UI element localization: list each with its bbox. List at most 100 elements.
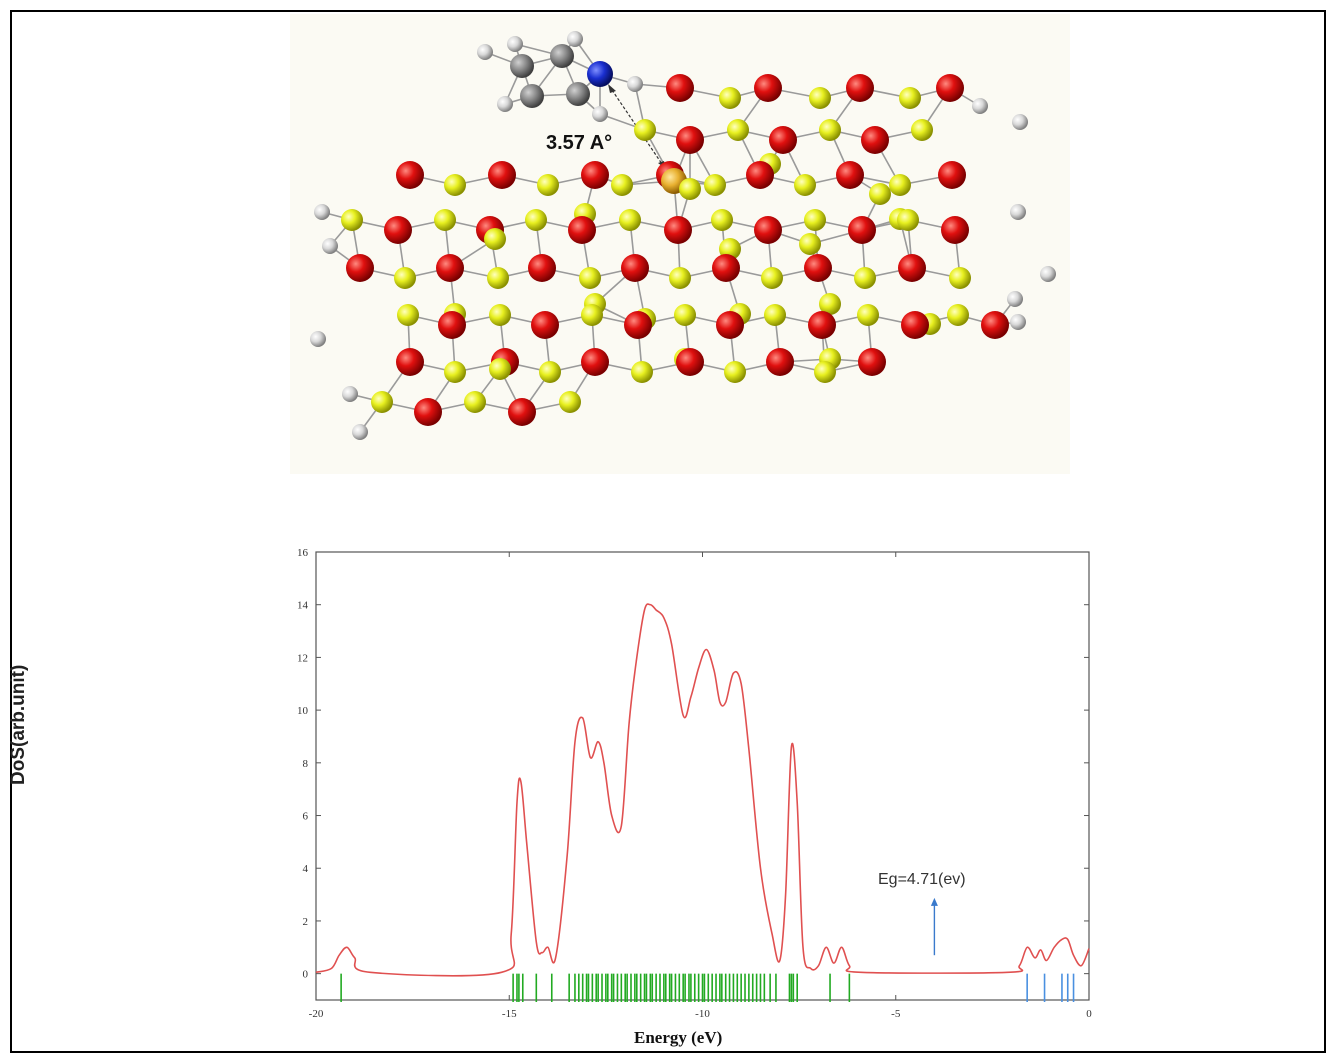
atom-o	[808, 311, 836, 339]
atom-si	[674, 304, 696, 326]
atom-si	[669, 267, 691, 289]
x-tick-label: -15	[502, 1008, 517, 1020]
atom-o	[941, 216, 969, 244]
y-tick-label: 0	[303, 969, 309, 981]
atom-o	[861, 126, 889, 154]
atom-o	[712, 254, 740, 282]
atom-si	[761, 267, 783, 289]
atom-si	[619, 209, 641, 231]
atom-si	[794, 174, 816, 196]
x-axis-label: Energy (eV)	[634, 1028, 723, 1047]
atom-si	[631, 361, 653, 383]
occupied-levels	[340, 973, 851, 1002]
atom-o	[901, 311, 929, 339]
atom-si	[487, 267, 509, 289]
molecule-structure	[310, 31, 1056, 440]
atom-o	[746, 161, 774, 189]
atom-si	[537, 174, 559, 196]
atom-si	[764, 304, 786, 326]
dos-series-line	[315, 603, 1090, 977]
atom-o	[414, 398, 442, 426]
atom-si	[819, 293, 841, 315]
atom-h	[322, 238, 338, 254]
atom-o	[666, 74, 694, 102]
atom-si	[539, 361, 561, 383]
atom-si	[869, 183, 891, 205]
atom-o	[384, 216, 412, 244]
atom-c	[520, 84, 544, 108]
x-tick-label: 0	[1086, 1008, 1092, 1020]
atom-o	[346, 254, 374, 282]
atom-si	[489, 358, 511, 380]
atom-si	[949, 267, 971, 289]
atom-o	[508, 398, 536, 426]
atom-si	[394, 267, 416, 289]
atom-o	[981, 311, 1009, 339]
atom-h	[1010, 314, 1026, 330]
y-tick-label: 6	[303, 811, 309, 823]
atom-si	[799, 233, 821, 255]
atom-si	[704, 174, 726, 196]
atom-si	[727, 119, 749, 141]
atom-o	[754, 216, 782, 244]
x-tick-label: -20	[309, 1008, 324, 1020]
atom-o	[766, 348, 794, 376]
atom-si	[464, 391, 486, 413]
plot-frame	[315, 551, 1090, 1001]
atom-si	[804, 209, 826, 231]
atom-si	[444, 361, 466, 383]
atom-si	[581, 304, 603, 326]
atom-si	[857, 304, 879, 326]
atom-c	[566, 82, 590, 106]
atom-o	[676, 348, 704, 376]
atom-o	[396, 161, 424, 189]
atom-c	[550, 44, 574, 68]
y-axis-label: DoS(arb.unit)	[8, 664, 29, 785]
atom-si	[579, 267, 601, 289]
atom-si	[911, 119, 933, 141]
atom-o	[531, 311, 559, 339]
distance-label: 3.57 A°	[546, 132, 613, 154]
y-tick-label: 16	[297, 547, 309, 559]
atom-o	[769, 126, 797, 154]
atom-si	[341, 209, 363, 231]
atom-o	[804, 254, 832, 282]
atom-o	[438, 311, 466, 339]
atom-h	[567, 31, 583, 47]
atom-si	[809, 87, 831, 109]
atom-layer	[310, 31, 1056, 440]
atom-h	[1040, 266, 1056, 282]
atom-h	[314, 204, 330, 220]
band-gap-arrowhead	[930, 897, 938, 906]
atom-si	[711, 209, 733, 231]
atom-si	[634, 119, 656, 141]
atom-h	[1007, 291, 1023, 307]
atom-n	[587, 61, 613, 87]
atom-o	[528, 254, 556, 282]
atom-h	[507, 36, 523, 52]
atom-si	[819, 119, 841, 141]
y-tick-label: 4	[303, 863, 309, 875]
atom-h	[592, 106, 608, 122]
atom-h	[1010, 204, 1026, 220]
atom-o	[716, 311, 744, 339]
atom-o	[396, 348, 424, 376]
atom-o	[846, 74, 874, 102]
y-tick-label: 14	[297, 600, 309, 612]
atom-si	[679, 178, 701, 200]
atom-o	[581, 348, 609, 376]
atom-si	[397, 304, 419, 326]
atom-h	[477, 44, 493, 60]
atom-o	[848, 216, 876, 244]
atom-si	[371, 391, 393, 413]
atom-si	[947, 304, 969, 326]
atom-si	[719, 87, 741, 109]
atom-si	[525, 209, 547, 231]
atom-si	[897, 209, 919, 231]
atom-o	[568, 216, 596, 244]
x-tick-label: -10	[695, 1008, 710, 1020]
atom-si	[489, 304, 511, 326]
